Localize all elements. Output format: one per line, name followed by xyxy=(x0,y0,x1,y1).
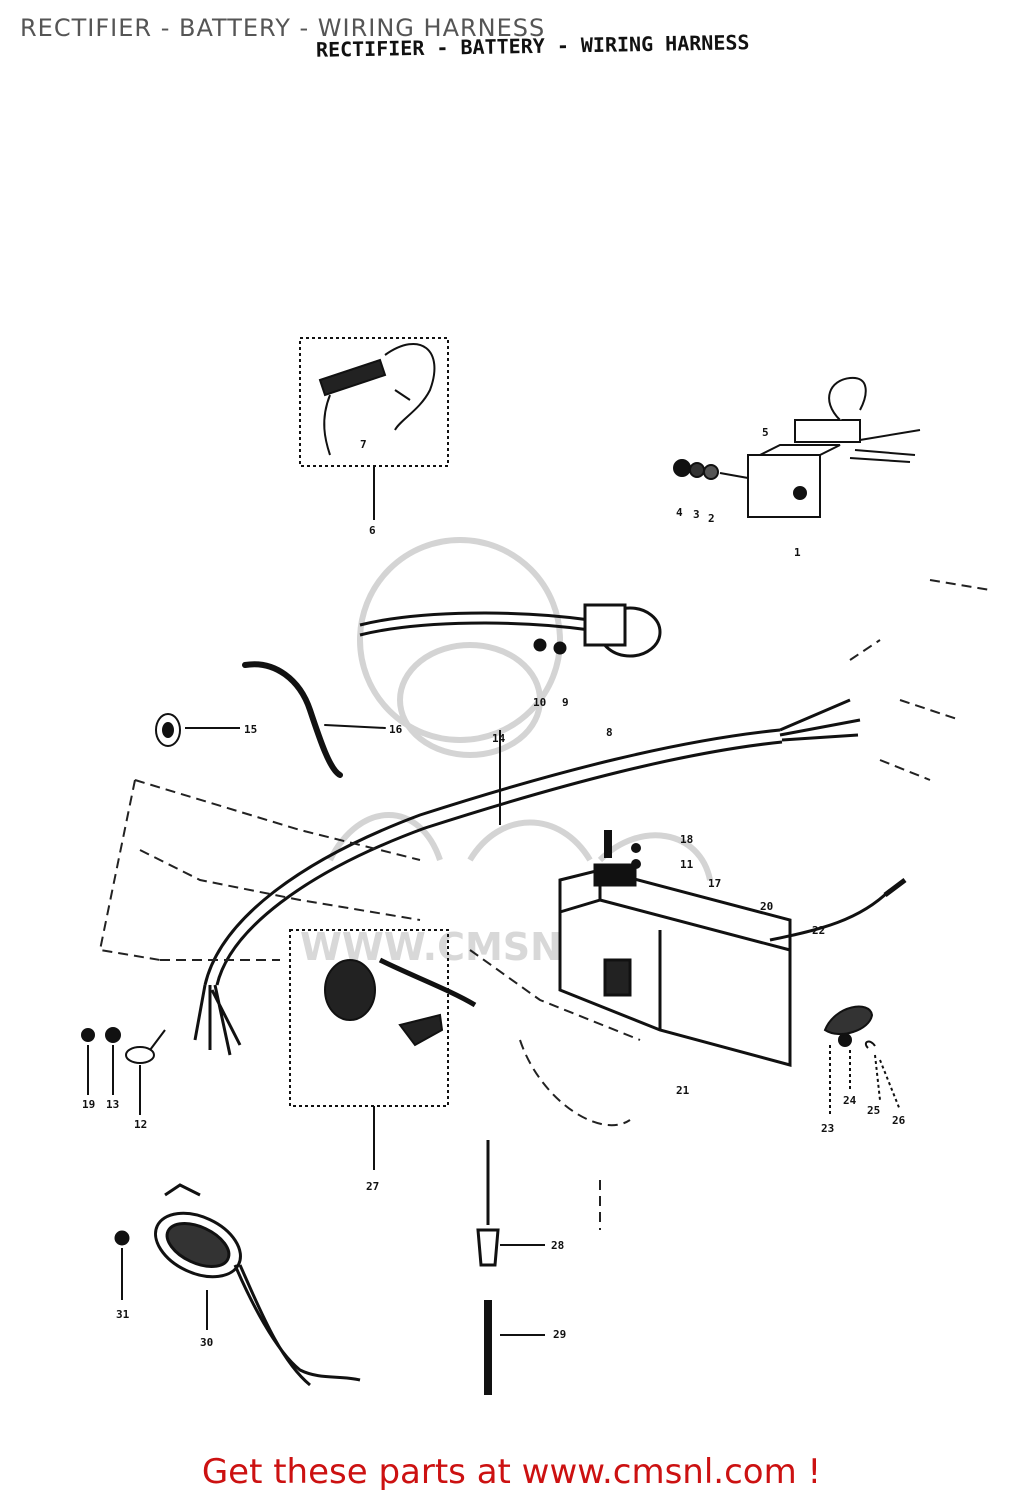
callout-6: 6 xyxy=(369,524,376,537)
callout-14: 14 xyxy=(492,732,506,745)
callout-28: 28 xyxy=(551,1239,564,1252)
cms-watermark xyxy=(327,537,713,881)
parts-18-19-screws xyxy=(604,830,641,869)
callout-22: 22 xyxy=(812,924,825,937)
callout-12: 12 xyxy=(134,1118,147,1131)
callout-20: 20 xyxy=(760,900,773,913)
callout-3: 3 xyxy=(693,508,700,521)
part-6-group xyxy=(299,337,449,520)
callout-24: 24 xyxy=(843,1094,857,1107)
right-clamp-hardware xyxy=(823,1005,901,1115)
part-15-grommet xyxy=(155,713,240,747)
callout-13: 13 xyxy=(106,1098,119,1111)
callout-23: 23 xyxy=(821,1122,834,1135)
callout-10: 10 xyxy=(533,696,546,709)
callout-2: 2 xyxy=(708,512,715,525)
callout-labels: 1 2 3 4 5 6 7 8 9 10 11 12 13 14 15 16 1… xyxy=(82,426,906,1349)
callout-9: 9 xyxy=(562,696,569,709)
callout-16: 16 xyxy=(389,723,403,736)
callout-11: 11 xyxy=(680,858,694,871)
callout-17: 17 xyxy=(708,877,721,890)
callout-21: 21 xyxy=(676,1084,690,1097)
fuse-assembly xyxy=(476,1140,545,1395)
callout-4: 4 xyxy=(676,506,683,519)
part-14-wiring-harness xyxy=(193,698,861,1056)
part-1-rectifier xyxy=(673,376,921,518)
callout-29: 29 xyxy=(553,1328,566,1341)
part-21-battery xyxy=(558,863,907,1067)
footer-link[interactable]: Get these parts at www.cmsnl.com ! xyxy=(201,1452,822,1492)
left-small-hardware xyxy=(81,1027,166,1115)
page-title: RECTIFIER - BATTERY - WIRING HARNESS xyxy=(20,14,546,42)
part-16-lead xyxy=(242,661,386,778)
callout-7: 7 xyxy=(360,438,367,451)
callout-27: 27 xyxy=(366,1180,379,1193)
callout-26: 26 xyxy=(892,1114,906,1127)
callout-18: 18 xyxy=(680,833,693,846)
callout-25: 25 xyxy=(867,1104,880,1117)
part-27-group xyxy=(289,929,477,1170)
callout-8: 8 xyxy=(606,726,613,739)
part-30-lamp xyxy=(114,1183,361,1387)
frame-outline xyxy=(98,579,991,1230)
callout-15: 15 xyxy=(244,723,257,736)
callout-1: 1 xyxy=(794,546,801,559)
part-8-assembly xyxy=(359,603,662,658)
callout-31: 31 xyxy=(116,1308,130,1321)
callout-19: 19 xyxy=(82,1098,95,1111)
callout-30: 30 xyxy=(200,1336,213,1349)
callout-5: 5 xyxy=(762,426,769,439)
